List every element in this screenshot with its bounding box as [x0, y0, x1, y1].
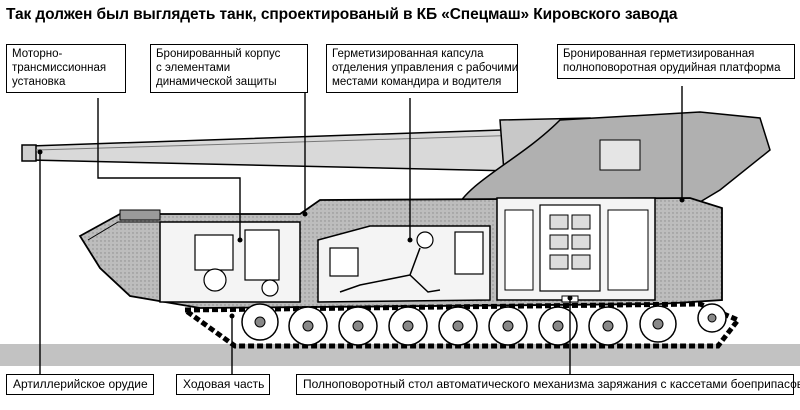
leader-dots: [37, 149, 685, 319]
callout-armor: Бронированный корпус с элементами динами…: [150, 44, 308, 93]
crew-capsule: [317, 225, 491, 303]
callout-platform-line-1: Бронированная герметизированная: [563, 48, 755, 60]
ground-band: [0, 344, 800, 366]
callout-capsule-line-1: Герметизированная капсула: [332, 48, 484, 60]
callout-armor-line-2: с элементами: [156, 62, 231, 74]
callout-engine-line-1: Моторно-: [12, 48, 63, 60]
callout-engine-line-3: установка: [12, 76, 66, 88]
label-gun: Артиллерийское орудие: [6, 374, 154, 395]
callout-capsule: Герметизированная капсула отделения упра…: [326, 44, 518, 93]
callout-platform: Бронированная герметизированная полнопов…: [557, 44, 795, 79]
wheel-hubs: [254, 313, 717, 332]
diagram-title: Так должен был выглядеть танк, спроектир…: [6, 6, 678, 23]
callout-engine-line-2: трансмиссионная: [12, 62, 107, 74]
leader-lines: [39, 68, 683, 374]
label-autoloader: Полноповоротный стол автоматического мех…: [296, 374, 800, 395]
leader-engine: [97, 98, 241, 240]
track: [177, 301, 742, 349]
engine-compartment: [159, 221, 301, 303]
label-chassis: Ходовая часть: [176, 374, 270, 395]
callout-engine: Моторно- трансмиссионная установка: [6, 44, 126, 93]
callout-armor-line-3: динамической защиты: [156, 76, 277, 88]
callout-capsule-line-3: местами командира и водителя: [332, 76, 502, 88]
road-wheels: [241, 303, 727, 346]
callout-capsule-line-2: отделения управления с рабочими: [332, 62, 519, 74]
callout-armor-line-1: Бронированный корпус: [156, 48, 281, 60]
callout-platform-line-2: полноповоротная орудийная платформа: [563, 62, 781, 74]
turret-platform: [453, 111, 771, 211]
autoloader-compartment: [496, 197, 656, 303]
